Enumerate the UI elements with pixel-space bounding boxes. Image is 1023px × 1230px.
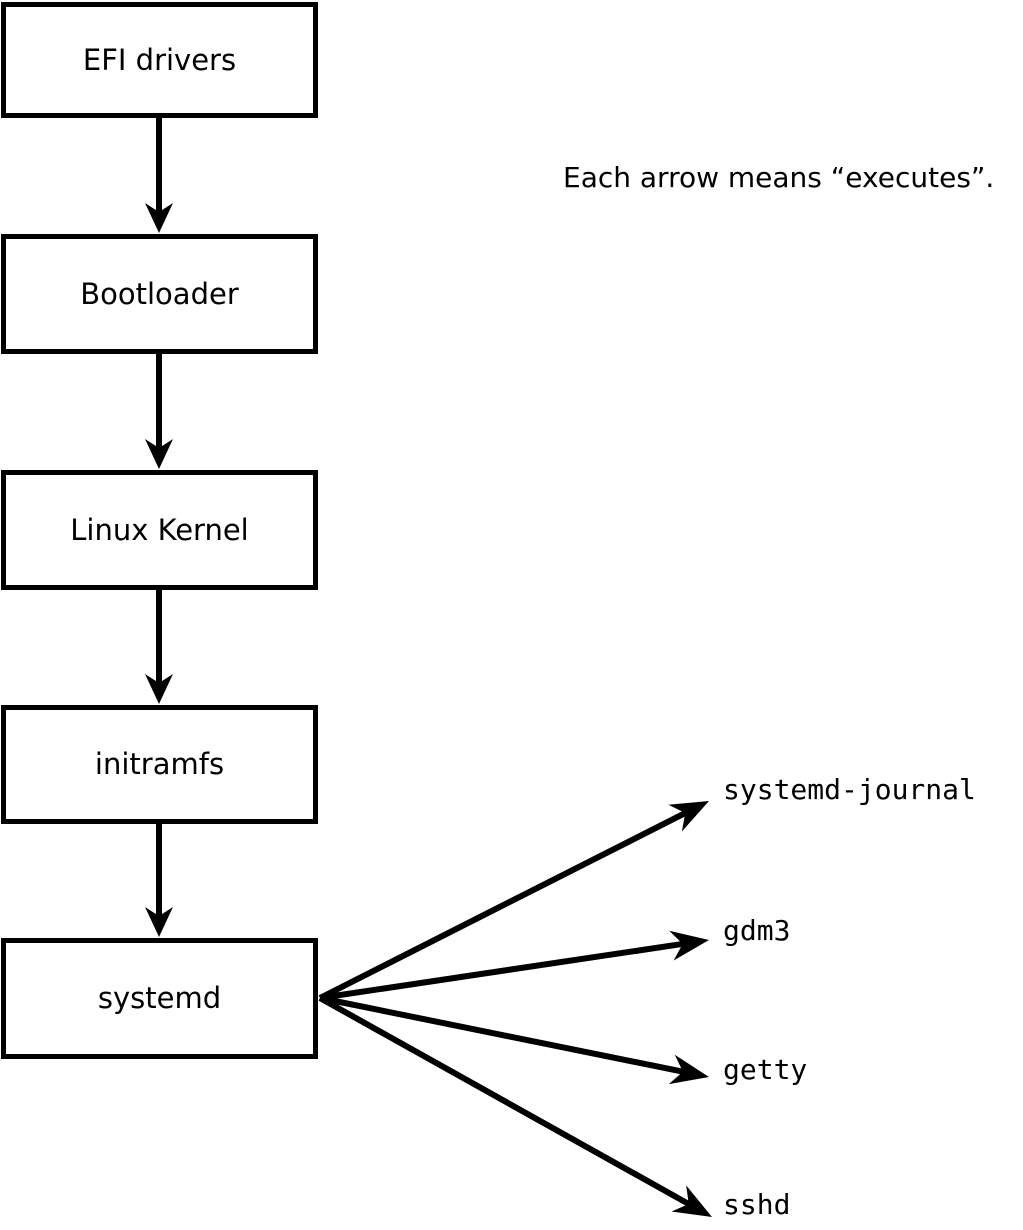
stage-box-linux-kernel: Linux Kernel	[1, 470, 318, 590]
arrow-systemd-to-sshd	[318, 995, 712, 1217]
stage-box-systemd: systemd	[1, 938, 318, 1059]
stage-box-initramfs: initramfs	[1, 705, 318, 824]
arrow-efi-to-bootloader	[145, 118, 173, 233]
arrow-kernel-to-initramfs	[145, 590, 173, 704]
service-label-systemd-journal: systemd-journal	[723, 773, 976, 806]
arrow-systemd-to-gdm3-shaft	[319, 940, 689, 1001]
arrow-systemd-to-getty	[319, 995, 709, 1085]
stage-label-bootloader: Bootloader	[80, 276, 239, 311]
arrow-bootloader-to-kernel-head	[145, 439, 173, 469]
arrow-systemd-to-systemd-journal-head	[668, 801, 709, 832]
arrow-kernel-to-initramfs-head	[145, 674, 173, 704]
stage-label-initramfs: initramfs	[94, 747, 225, 781]
arrow-systemd-to-sshd-shaft	[318, 995, 696, 1210]
arrow-systemd-to-gdm3-head	[669, 930, 709, 961]
arrow-initramfs-to-systemd	[145, 824, 173, 937]
arrow-systemd-to-systemd-journal-shaft	[318, 807, 692, 1001]
arrow-systemd-to-gdm3	[319, 930, 709, 1001]
arrow-systemd-to-getty-head	[668, 1054, 709, 1085]
stage-label-efi-drivers: EFI drivers	[82, 42, 237, 77]
service-label-sshd: sshd	[723, 1188, 791, 1221]
arrow-efi-to-bootloader-head	[145, 203, 173, 233]
arrow-systemd-to-getty-shaft	[319, 995, 690, 1076]
arrow-initramfs-to-systemd-head	[145, 907, 173, 937]
stage-box-efi-drivers: EFI drivers	[1, 2, 318, 118]
stage-label-linux-kernel: Linux Kernel	[70, 512, 249, 547]
arrow-bootloader-to-kernel	[145, 354, 173, 469]
legend-note: Each arrow means “executes”.	[563, 161, 995, 194]
stage-box-bootloader: Bootloader	[1, 234, 318, 354]
service-label-gdm3: gdm3	[723, 914, 791, 947]
arrow-systemd-to-sshd-head	[671, 1185, 712, 1217]
arrow-systemd-to-systemd-journal	[318, 801, 709, 1001]
service-label-getty: getty	[723, 1053, 808, 1086]
stage-label-systemd: systemd	[97, 981, 222, 1015]
